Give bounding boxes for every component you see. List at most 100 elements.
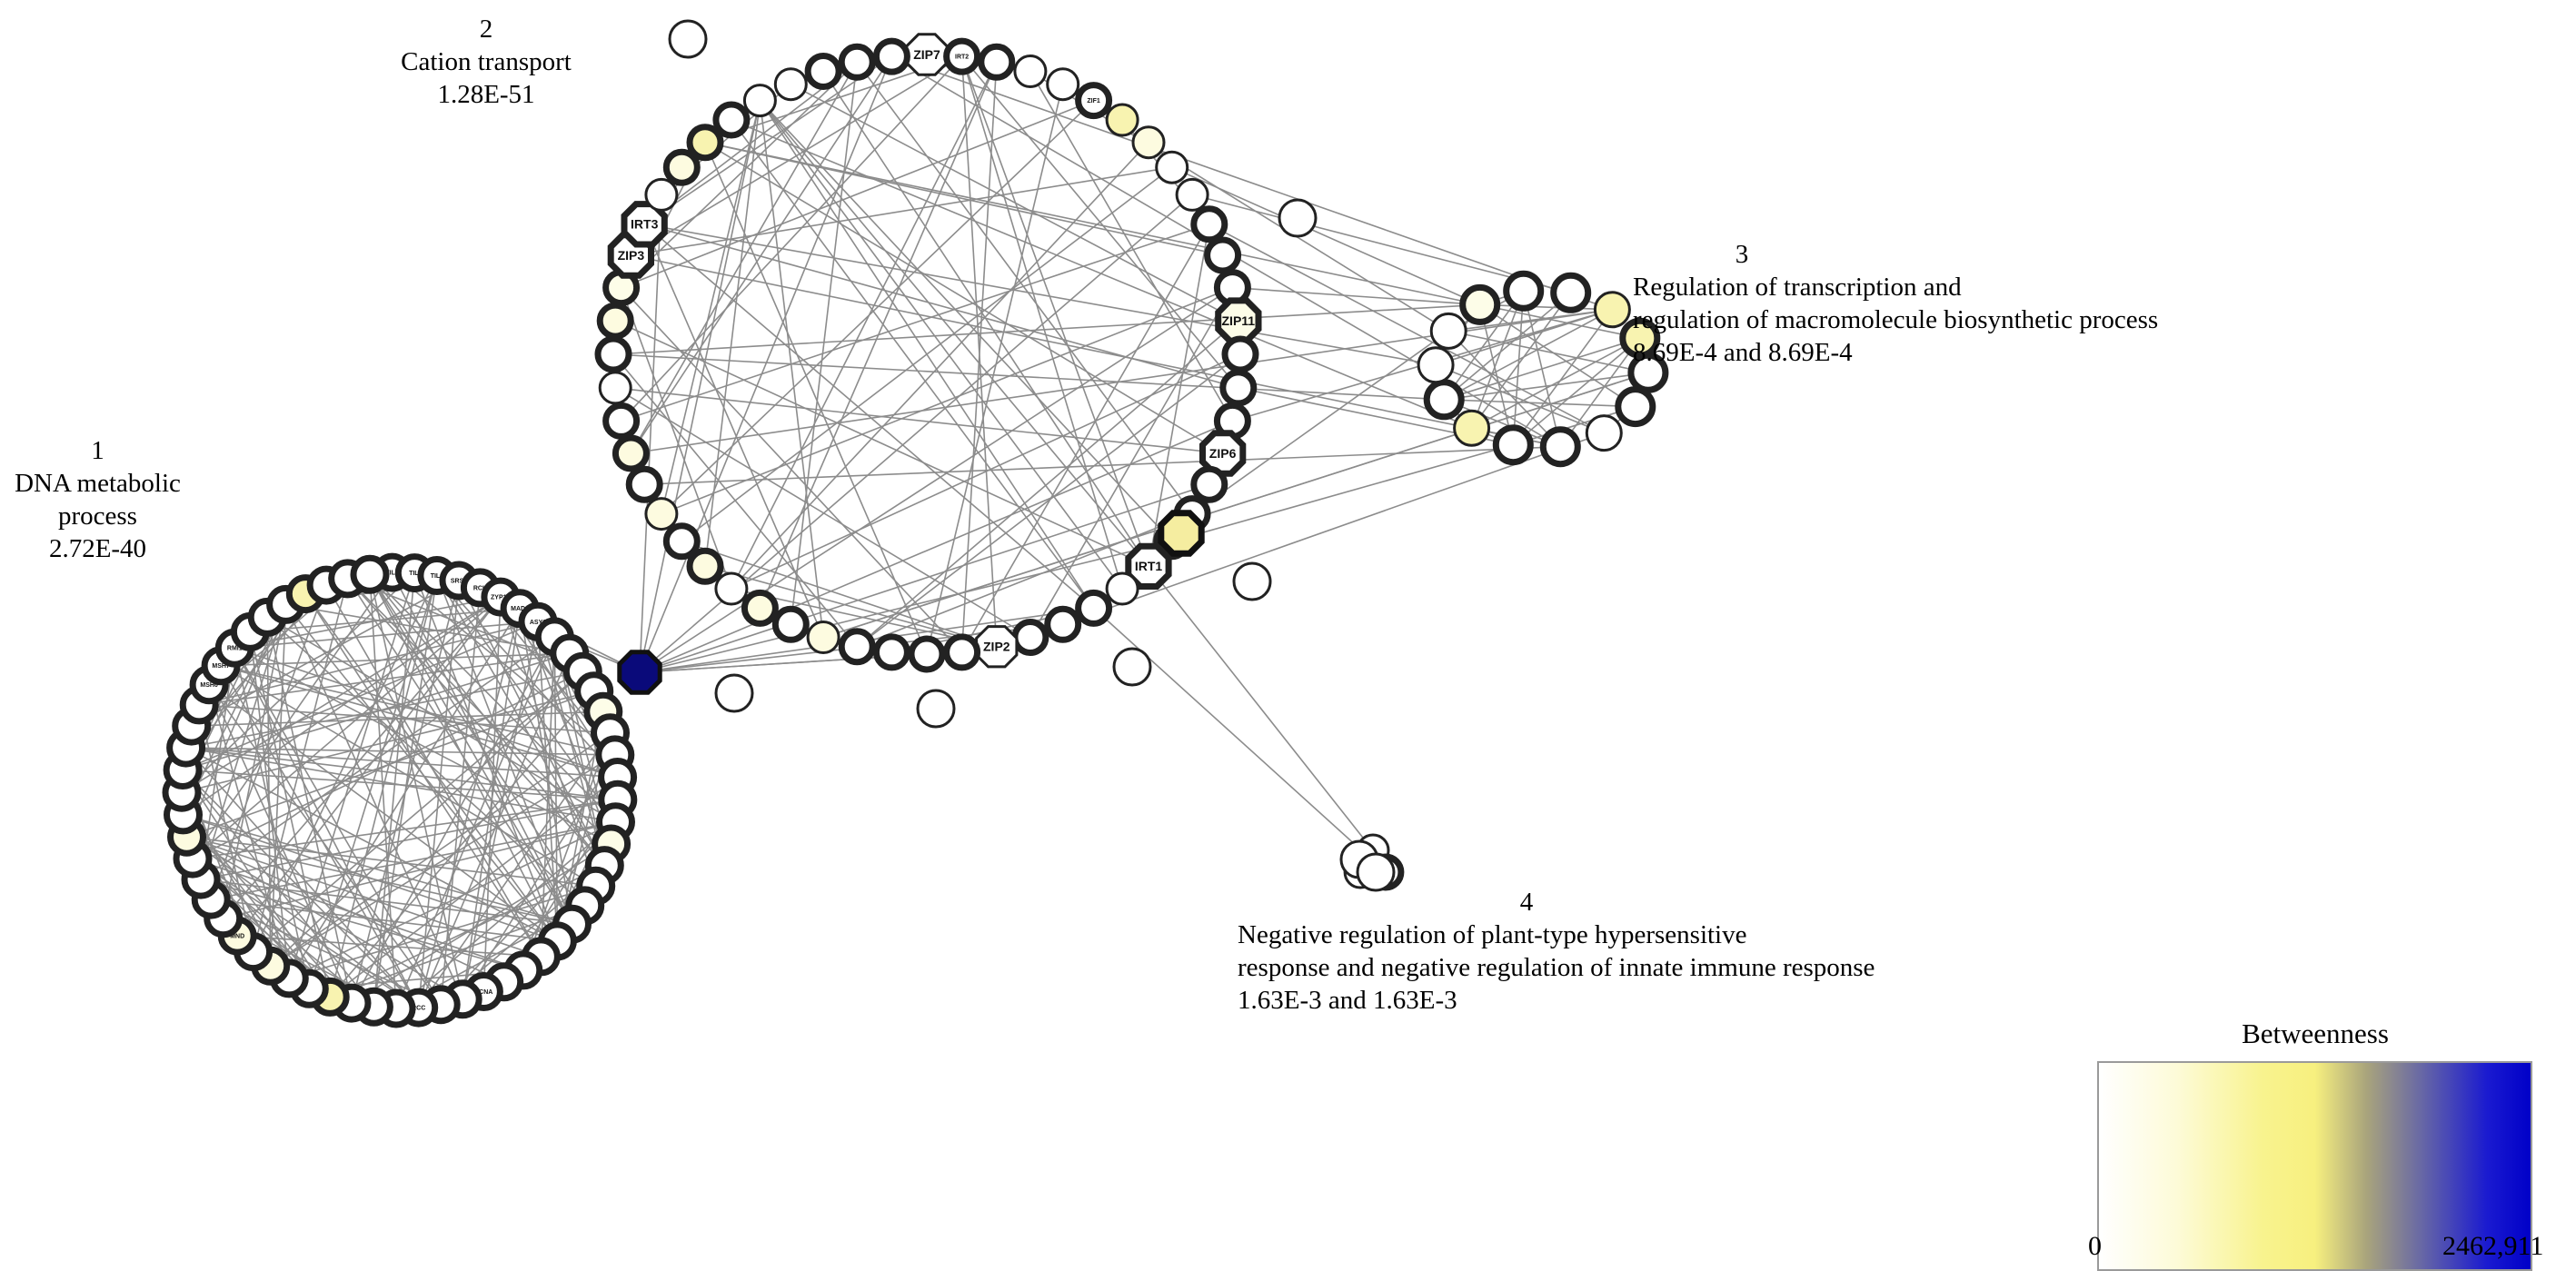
gene-node-label: PCNA — [474, 989, 492, 996]
gene-node[interactable] — [1593, 291, 1631, 329]
gene-node[interactable] — [741, 589, 779, 627]
cluster-1-edge — [347, 578, 583, 673]
gene-node[interactable] — [644, 497, 679, 531]
cluster-3-number: 3 — [1735, 240, 1749, 269]
gene-node[interactable] — [1539, 426, 1581, 468]
gene-node[interactable] — [1459, 283, 1501, 325]
gene-node[interactable] — [612, 434, 650, 472]
gene-node[interactable] — [596, 302, 634, 340]
gene-node[interactable] — [662, 522, 701, 561]
gene-node[interactable] — [1423, 379, 1465, 421]
gene-node[interactable] — [1627, 352, 1669, 393]
irt1-node[interactable] — [1158, 510, 1205, 557]
gene-node[interactable] — [594, 335, 632, 373]
gene-node[interactable] — [872, 633, 910, 671]
cluster-1-edge — [186, 836, 505, 983]
gene-node[interactable] — [686, 547, 724, 585]
cluster-1-edge — [252, 578, 349, 952]
gene-node[interactable] — [978, 43, 1016, 81]
gene-node[interactable] — [1429, 312, 1467, 350]
gene-node-shape — [594, 335, 632, 373]
gene-node[interactable] — [804, 53, 842, 90]
satellite-node[interactable] — [1278, 198, 1318, 238]
gene-node-shape — [1075, 82, 1113, 120]
satellite-node[interactable] — [916, 689, 956, 729]
hub-node[interactable] — [617, 650, 662, 695]
gene-node[interactable] — [1585, 414, 1623, 452]
gene-node[interactable] — [1492, 424, 1534, 466]
cluster-1-edge — [185, 747, 618, 779]
gene-node[interactable] — [1615, 386, 1656, 428]
gene-node[interactable]: ZIF1 — [1075, 82, 1113, 120]
gene-node-shape — [838, 43, 876, 81]
gene-node-shape — [1190, 205, 1228, 243]
gene-node[interactable]: IRT2 — [943, 37, 981, 75]
cluster-3-edge — [1444, 399, 1636, 408]
gene-node[interactable] — [644, 177, 679, 212]
gene-node[interactable]: ZIP6 — [1199, 430, 1247, 477]
gene-node[interactable]: ZIP3 — [607, 232, 654, 279]
gene-node[interactable]: ZIP2 — [975, 625, 1019, 669]
gene-node[interactable] — [712, 101, 751, 139]
cluster-1-edge — [199, 652, 570, 706]
gene-node[interactable] — [625, 465, 663, 503]
gene-node-shape — [1417, 346, 1455, 384]
gene-node[interactable] — [1131, 125, 1166, 160]
cluster-4-title-cont: response and negative regulation of inna… — [1238, 953, 1875, 982]
gene-node[interactable] — [943, 633, 981, 671]
cluster-3-pvalue: 8.69E-4 and 8.69E-4 — [1633, 338, 1853, 367]
gene-node[interactable] — [1155, 150, 1189, 184]
gene-node-shape — [1075, 589, 1113, 627]
gene-node[interactable] — [806, 621, 840, 654]
gene-node[interactable] — [1453, 409, 1491, 447]
gene-node[interactable] — [1221, 335, 1259, 373]
gene-node[interactable] — [686, 124, 724, 162]
gene-node-shape — [1125, 542, 1172, 590]
gene-node[interactable] — [1011, 619, 1049, 656]
gene-node[interactable] — [1013, 55, 1048, 88]
gene-node[interactable]: ZIP11 — [1215, 297, 1262, 344]
gene-node[interactable] — [1175, 177, 1209, 212]
gene-node[interactable] — [771, 605, 810, 643]
gene-node[interactable] — [1417, 346, 1455, 384]
gene-node[interactable] — [742, 84, 777, 118]
cluster-2-edge — [704, 142, 928, 655]
satellite-node[interactable] — [1112, 647, 1152, 687]
gene-node[interactable] — [1190, 205, 1228, 243]
gene-node[interactable] — [714, 571, 749, 606]
gene-node[interactable]: IRT3 — [621, 201, 668, 248]
gene-node[interactable] — [908, 635, 946, 673]
network-edges — [181, 54, 1649, 1009]
gene-node[interactable] — [1046, 67, 1080, 102]
gene-node[interactable] — [872, 37, 910, 75]
gene-node[interactable] — [602, 402, 641, 440]
satellite-node[interactable] — [668, 19, 708, 59]
satellite-node[interactable] — [1232, 561, 1272, 601]
cluster-2-edge — [1029, 287, 1234, 638]
gene-node[interactable] — [1219, 369, 1258, 407]
gene-node[interactable] — [838, 43, 876, 81]
gene-node[interactable]: IRT1 — [1125, 542, 1172, 590]
gene-node[interactable] — [1105, 571, 1139, 606]
gene-node[interactable] — [1503, 270, 1545, 312]
gene-node[interactable] — [1044, 605, 1082, 643]
irt1-node-shape — [1158, 510, 1205, 557]
gene-node[interactable]: ZIP7 — [905, 33, 949, 76]
gene-node[interactable] — [1105, 103, 1139, 137]
cluster-1-label: 1 DNA metabolic process 2.72E-40 — [0, 434, 195, 565]
gene-node[interactable] — [838, 628, 876, 666]
cluster-2-label: 2 Cation transport 1.28E-51 — [382, 13, 591, 111]
gene-node[interactable] — [598, 371, 632, 405]
gene-node[interactable] — [662, 148, 701, 186]
gene-node[interactable] — [1550, 272, 1592, 313]
satellite-node[interactable] — [714, 673, 754, 713]
gene-node[interactable] — [350, 554, 390, 594]
gene-node[interactable] — [1190, 465, 1228, 503]
cluster-2-edge — [856, 512, 1193, 648]
cluster-2-edge — [661, 286, 1233, 515]
cluster-3-edge — [1471, 337, 1641, 429]
satellite-node[interactable] — [1356, 852, 1396, 892]
gene-node[interactable] — [1075, 589, 1113, 627]
gene-node[interactable] — [773, 67, 808, 102]
gene-node[interactable] — [1204, 236, 1242, 274]
